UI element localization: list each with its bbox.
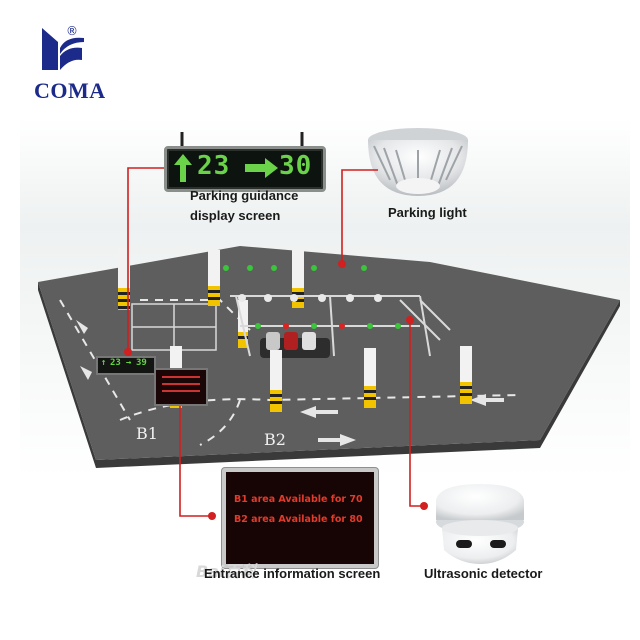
label-entrance-screen: Entrance information screen — [204, 566, 381, 581]
guidance-count-right: 30 — [279, 151, 313, 181]
floor-arrows — [76, 320, 504, 446]
mini-arrow-right-icon: → — [126, 358, 132, 368]
arrow-right-icon — [245, 158, 278, 178]
floor-label-b2: B2 — [264, 430, 286, 449]
watermark: Bai百科 — [196, 562, 257, 581]
indicator-light-row — [223, 265, 367, 271]
entrance-line-b2: B2 area Available for 80 — [234, 514, 363, 525]
label-guidance-line2: display screen — [190, 208, 281, 223]
ultrasonic-detector-image — [436, 484, 524, 564]
brand-name: COMA — [34, 78, 106, 103]
mini-arrow-up-icon: ↑ — [101, 358, 107, 368]
coma-logo-icon — [42, 28, 84, 70]
callout-lines — [127, 167, 424, 517]
mini-guidance-display: ↑ 23 → 39 — [96, 356, 156, 375]
label-ultrasonic-detector: Ultrasonic detector — [424, 566, 543, 581]
mini-count-right: 39 — [136, 358, 147, 368]
parking-light-image — [368, 128, 468, 196]
display-hangers — [180, 132, 304, 146]
arrow-up-icon — [174, 154, 192, 182]
guidance-count-left: 23 — [197, 151, 231, 181]
entrance-line-b1: B1 area Available for 70 — [234, 494, 363, 505]
label-guidance-line1: Parking guidance — [190, 188, 299, 203]
entrance-information-screen: B1 area Available for 70 B2 area Availab… — [222, 468, 378, 568]
mini-entrance-screen — [154, 368, 208, 406]
rack-lights — [238, 294, 401, 329]
floor-label-b1: B1 — [136, 424, 158, 443]
mini-count-left: 23 — [110, 358, 121, 368]
label-parking-light: Parking light — [388, 205, 467, 220]
guidance-display-screen: 23 30 — [164, 146, 326, 192]
registered-mark: ® — [66, 24, 78, 38]
